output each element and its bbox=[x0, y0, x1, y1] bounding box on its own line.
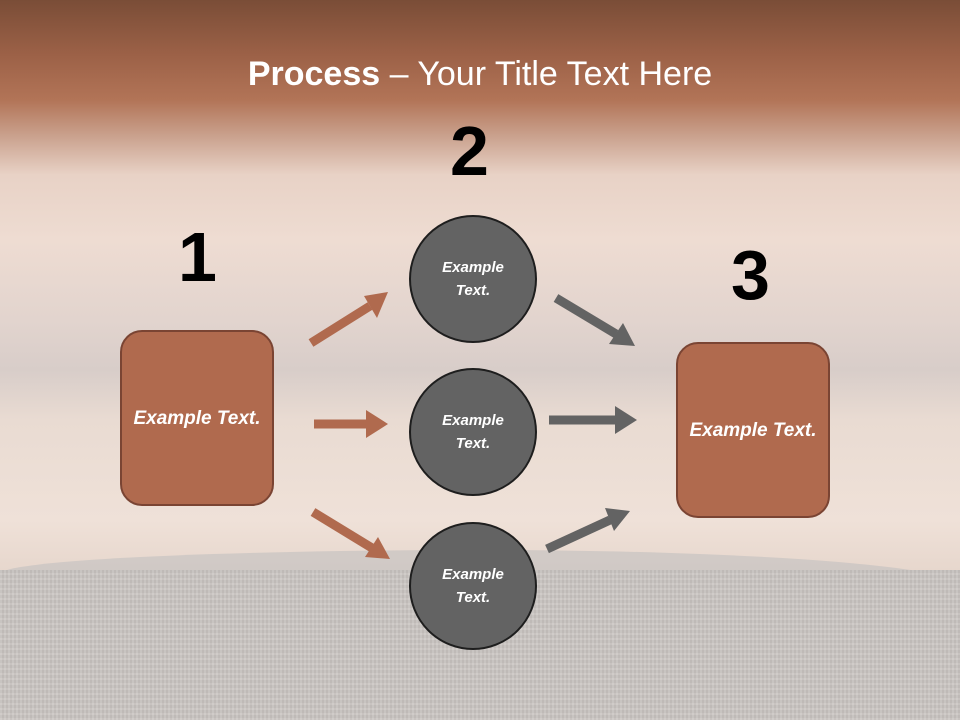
title-bold: Process bbox=[247, 55, 381, 93]
step-number-1: 1 bbox=[178, 218, 217, 296]
step-2-circle-top: Example Text. bbox=[409, 215, 537, 343]
arrow-left-down bbox=[310, 508, 390, 559]
step-2-circle-bottom: Example Text. bbox=[409, 522, 537, 650]
step-number-2: 2 bbox=[450, 112, 489, 190]
step-2-circle-middle: Example Text. bbox=[409, 368, 537, 496]
slide-title: Process – Your Title Text Here bbox=[0, 55, 960, 94]
step-1-box: Example Text. bbox=[120, 330, 274, 506]
arrow-right-up bbox=[545, 508, 630, 554]
arrow-left-up bbox=[308, 292, 388, 347]
title-rest: – Your Title Text Here bbox=[380, 55, 713, 93]
arrow-right-down bbox=[553, 294, 635, 346]
step-1-text: Example Text. bbox=[133, 407, 261, 429]
circle-middle-text: Example Text. bbox=[442, 412, 504, 452]
arrow-left-middle bbox=[314, 410, 388, 438]
circle-bottom-text: Example Text. bbox=[442, 566, 504, 606]
step-3-text: Example Text. bbox=[689, 419, 817, 441]
step-3-box: Example Text. bbox=[676, 342, 830, 518]
circle-top-text: Example Text. bbox=[442, 259, 504, 299]
step-number-3: 3 bbox=[731, 236, 770, 314]
arrow-right-middle bbox=[549, 406, 637, 434]
